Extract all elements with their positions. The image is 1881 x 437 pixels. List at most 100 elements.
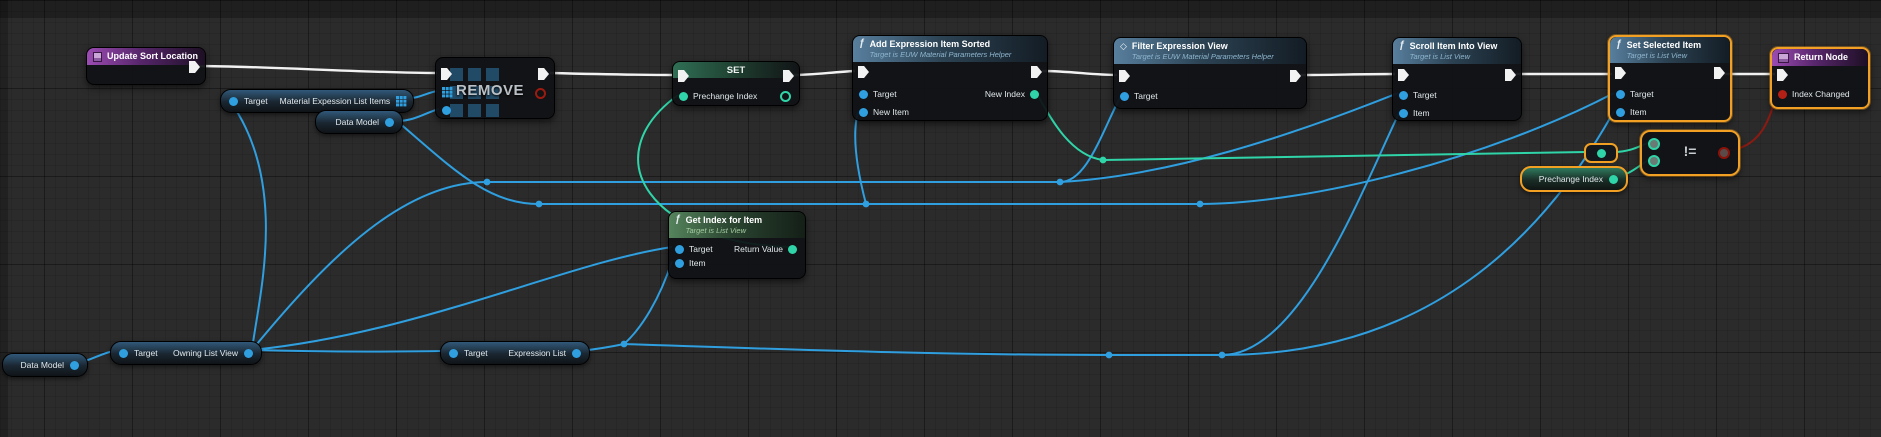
node-title: Update Sort Location (106, 51, 198, 61)
pin-label: Prechange Index (693, 91, 758, 101)
exec-out-pin[interactable] (1505, 69, 1516, 81)
graph-left-shade (0, 0, 8, 437)
item-pin[interactable] (675, 258, 684, 268)
node-add-expression-item-sorted[interactable]: ƒ Add Expression Item Sorted Target is E… (852, 35, 1048, 121)
target-pin[interactable] (1399, 90, 1408, 100)
node-title: Scroll Item Into View (1409, 41, 1498, 51)
exec-out-pin[interactable] (538, 68, 549, 80)
node-expression-list[interactable]: Target Expression List (440, 341, 590, 365)
pin-label: Material Expession List Items (279, 96, 391, 106)
node-reroute[interactable] (1584, 143, 1618, 163)
new-index-pin[interactable] (1030, 89, 1039, 99)
output-pin[interactable] (70, 360, 79, 370)
node-subtitle: Target is List View (685, 226, 747, 235)
node-scroll-item-into-view[interactable]: ƒ Scroll Item Into View Target is List V… (1392, 37, 1522, 121)
node-update-sort-location[interactable]: Update Sort Location (86, 47, 206, 85)
array-in-pin[interactable] (442, 87, 452, 97)
node-title: Add Expression Item Sorted (869, 39, 991, 49)
exec-out-pin[interactable] (189, 61, 200, 73)
array-watermark-icon (450, 68, 463, 81)
target-pin[interactable] (1616, 89, 1625, 99)
exec-out-pin[interactable] (1031, 66, 1042, 78)
exec-in-pin[interactable] (1777, 69, 1788, 81)
node-title: REMOVE (455, 82, 524, 99)
node-set-prechange-index[interactable]: SET Prechange Index (672, 61, 800, 106)
pin-label: Owning List View (172, 348, 238, 358)
node-prechange-index[interactable]: Prechange Index (1520, 166, 1628, 192)
array-pin-icon[interactable] (396, 96, 406, 106)
node-not-equal[interactable]: != (1640, 130, 1740, 176)
node-filter-expression-view[interactable]: ◇ Filter Expression View Target is EUW M… (1113, 37, 1307, 109)
input-a-pin[interactable] (1648, 138, 1660, 150)
pin-label: Target (1413, 90, 1437, 100)
exec-out-pin[interactable] (783, 70, 794, 82)
exec-in-pin[interactable] (1119, 70, 1130, 82)
pin-label: Item (689, 258, 706, 268)
function-icon: ƒ (1399, 40, 1405, 51)
pin-label: Target (464, 348, 488, 358)
exec-out-pin[interactable] (1714, 67, 1725, 79)
pin-label: Prechange Index (1538, 174, 1603, 184)
node-subtitle: Target is List View (1409, 52, 1471, 61)
item-pin[interactable] (1616, 107, 1625, 117)
node-set-selected-item[interactable]: ƒ Set Selected Item Target is List View … (1608, 35, 1732, 122)
target-pin[interactable] (229, 96, 238, 106)
pin-label: New Item (873, 107, 909, 117)
exec-in-pin[interactable] (441, 68, 452, 80)
return-icon (1778, 53, 1789, 63)
graph-top-shade (0, 0, 1881, 18)
macro-icon: ◇ (1120, 41, 1127, 51)
exec-in-pin[interactable] (1615, 67, 1626, 79)
output-pin[interactable] (244, 348, 253, 358)
node-get-index-for-item[interactable]: ƒ Get Index for Item Target is List View… (668, 211, 806, 279)
pin-label: Target (1134, 91, 1158, 101)
reroute-pin[interactable] (1596, 148, 1606, 158)
node-title: Get Index for Item (685, 215, 763, 225)
exec-in-pin[interactable] (1398, 69, 1409, 81)
node-title: Return Node (1794, 52, 1848, 62)
target-pin[interactable] (449, 348, 458, 358)
node-owning-list-view[interactable]: Target Owning List View (110, 341, 262, 365)
pin-label: Expression List (508, 348, 566, 358)
pin-label: New Index (984, 89, 1025, 99)
value-out-pin[interactable] (780, 90, 791, 102)
output-pin[interactable] (572, 348, 581, 358)
node-material-expession-list-items[interactable]: Target Material Expession List Items (220, 89, 414, 113)
item-in-pin[interactable] (442, 105, 451, 115)
pin-label: Item (1413, 108, 1430, 118)
new-item-pin[interactable] (859, 107, 868, 117)
result-pin[interactable] (1718, 147, 1730, 159)
item-pin[interactable] (1399, 108, 1408, 118)
operator-label: != (1683, 143, 1697, 159)
exec-out-pin[interactable] (1290, 70, 1301, 82)
function-icon: ƒ (1616, 39, 1622, 50)
target-pin[interactable] (859, 89, 868, 99)
target-pin[interactable] (119, 348, 128, 358)
output-pin[interactable] (385, 117, 394, 127)
node-subtitle: Target is EUW Material Parameters Helper (869, 50, 1012, 59)
pin-label: Target (244, 96, 268, 106)
exec-in-pin[interactable] (858, 66, 869, 78)
node-return[interactable]: Return Node Index Changed (1770, 47, 1870, 109)
target-pin[interactable] (675, 244, 684, 254)
target-pin[interactable] (1120, 91, 1129, 101)
node-data-model-top[interactable]: Data Model (315, 110, 403, 134)
node-data-model-bottom[interactable]: Data Model (2, 353, 88, 377)
node-subtitle: Target is List View (1626, 51, 1688, 60)
prechange-index-pin[interactable] (679, 91, 688, 101)
pin-label: Target (1630, 89, 1654, 99)
bool-out-pin[interactable] (535, 87, 546, 99)
function-icon: ƒ (859, 38, 865, 49)
input-b-pin[interactable] (1648, 155, 1660, 167)
node-title: SET (673, 62, 799, 78)
index-changed-pin[interactable] (1778, 89, 1787, 99)
pin-label: Data Model (20, 360, 64, 370)
pin-label: Target (689, 244, 713, 254)
exec-in-pin[interactable] (678, 70, 689, 82)
output-pin[interactable] (1609, 174, 1618, 184)
return-value-pin[interactable] (788, 244, 797, 254)
pin-label: Return Value (734, 244, 783, 254)
node-array-remove[interactable]: REMOVE (435, 57, 555, 119)
pin-label: Index Changed (1792, 89, 1850, 99)
